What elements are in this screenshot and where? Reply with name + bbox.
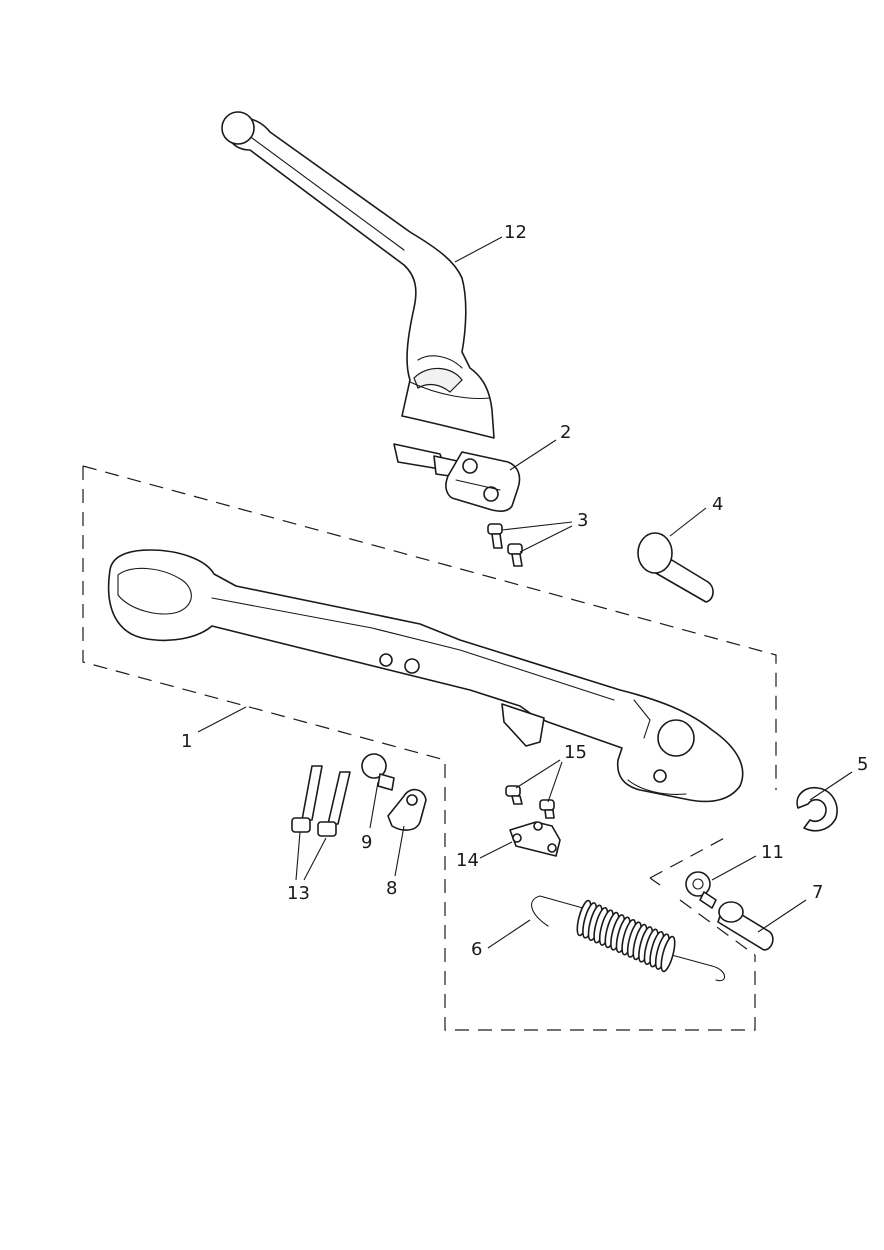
pivot-pin-part-7 — [717, 901, 774, 951]
callout-12: 12 — [504, 222, 527, 243]
bolts-part-3 — [487, 523, 523, 567]
callout-4: 4 — [712, 494, 723, 515]
callout-15: 15 — [564, 742, 587, 763]
rubber-stop-part-9 — [361, 753, 395, 791]
rubber-pin-part-4 — [637, 532, 714, 603]
cable-clip-part-8 — [387, 788, 427, 831]
callout-13: 13 — [287, 883, 310, 904]
e-clip-part-5 — [796, 786, 838, 832]
callout-1: 1 — [181, 731, 192, 752]
callout-7: 7 — [812, 882, 823, 903]
side-stand-part-1 — [107, 549, 744, 803]
bolts-part-13 — [291, 765, 351, 837]
screws-part-15 — [505, 785, 555, 819]
assembly-boundary-upper — [82, 465, 777, 1031]
callout-2: 2 — [560, 422, 571, 443]
return-spring-part-6 — [531, 895, 726, 982]
callout-9: 9 — [361, 832, 372, 853]
callout-8: 8 — [386, 878, 397, 899]
bracket-plate-part-14 — [509, 821, 561, 857]
socket-bolt-part-11 — [685, 871, 717, 909]
callout-3: 3 — [577, 510, 588, 531]
callout-6: 6 — [471, 939, 482, 960]
stand-lever-part-12 — [221, 111, 495, 439]
callout-11: 11 — [761, 842, 784, 863]
callout-14: 14 — [456, 850, 479, 871]
callout-5: 5 — [857, 754, 868, 775]
spring-coil — [660, 935, 676, 973]
leader-lines — [197, 236, 853, 949]
callout-labels: 12 2 3 4 1 15 5 9 11 14 8 13 7 6 — [181, 222, 868, 960]
bracket-part-2 — [393, 443, 521, 512]
